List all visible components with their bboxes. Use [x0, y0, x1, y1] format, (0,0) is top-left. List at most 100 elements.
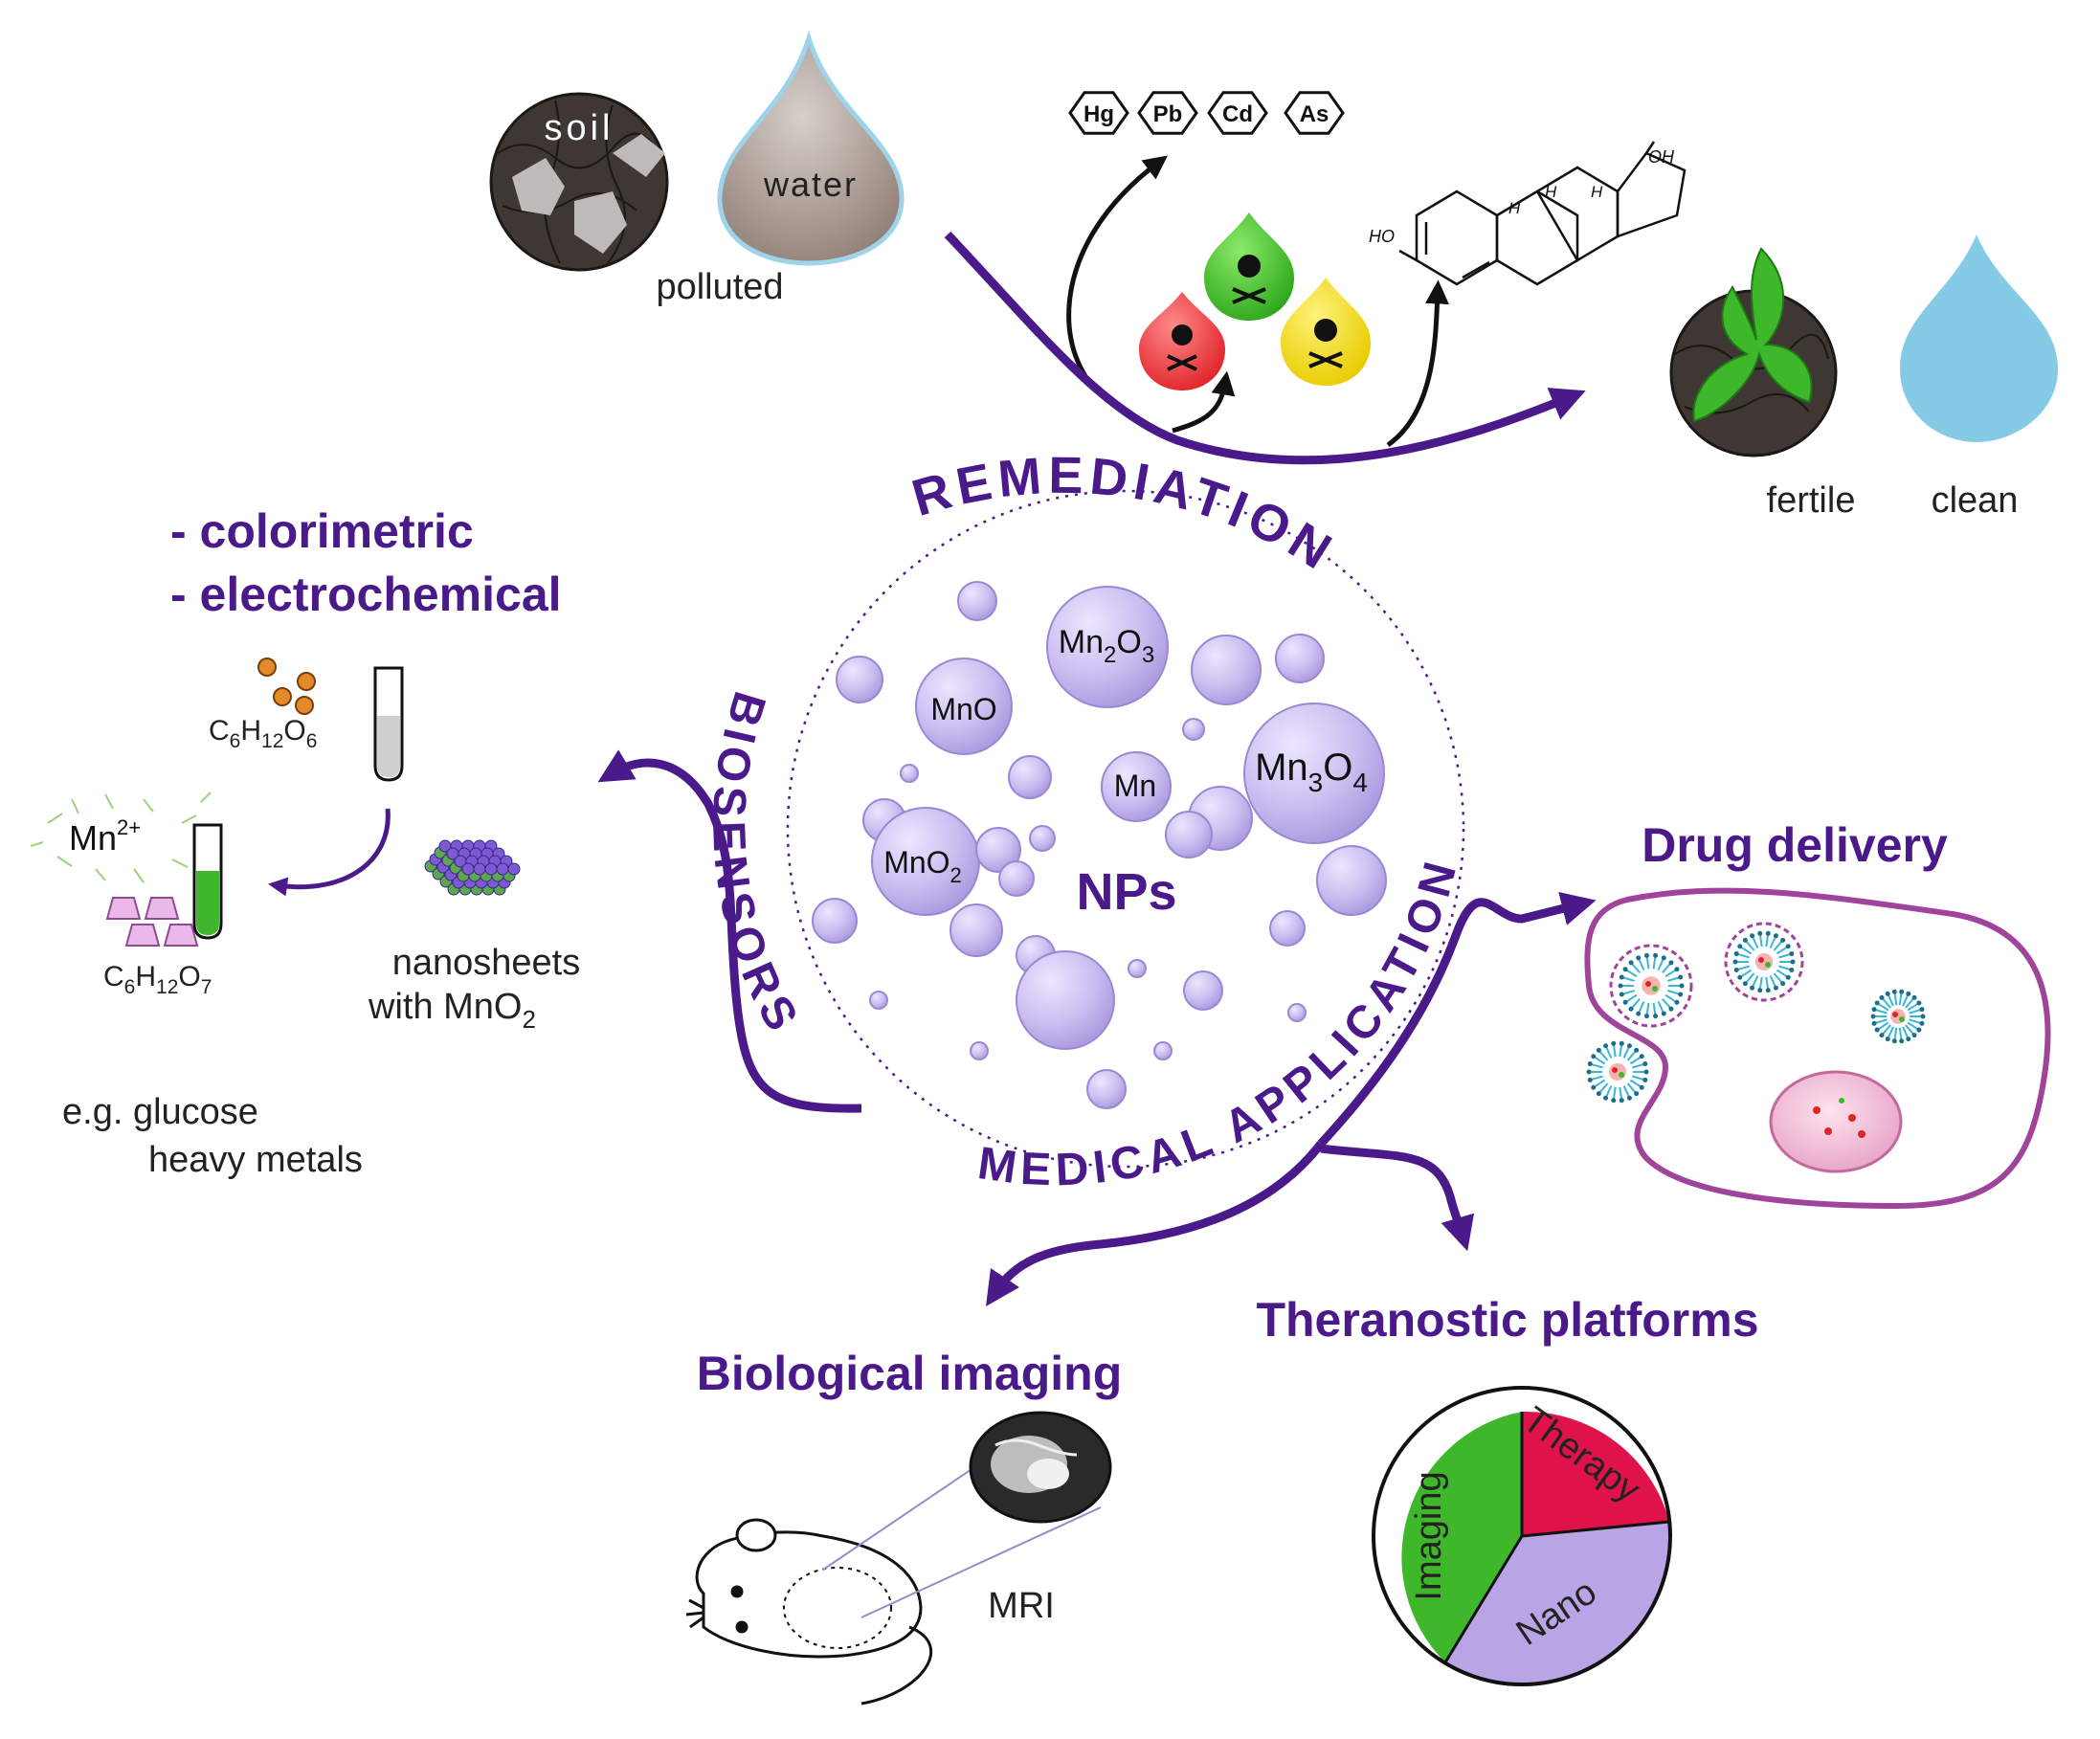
micelle-head [1780, 981, 1786, 987]
nanoparticle [957, 581, 997, 621]
metal-cd-label: Cd [1222, 101, 1253, 127]
micelle-head [1603, 1095, 1609, 1101]
nanoparticle [998, 860, 1035, 897]
cell-icon [1584, 887, 2051, 1210]
nanoparticle [970, 1041, 989, 1060]
nanosheets-label-line1: nanosheets [392, 943, 581, 983]
drug-core [1608, 1062, 1627, 1081]
drug-molecule [1619, 1072, 1624, 1078]
micelle-head [1653, 952, 1659, 958]
nanoparticle [1016, 950, 1115, 1050]
nanoparticle [1287, 1003, 1307, 1022]
polluted-soil-icon: soil [489, 92, 669, 272]
mno2-nanosheets-icon [424, 839, 521, 896]
micelle-head [1642, 1077, 1648, 1082]
nanoparticle [949, 903, 1003, 957]
micelle-head [1586, 1069, 1592, 1075]
drug-core [1642, 976, 1661, 995]
drug-molecule [1612, 1067, 1618, 1073]
toxic-drop-green-icon [1204, 212, 1294, 321]
nanoparticle [1128, 959, 1147, 978]
example-heavy-metals: heavy metals [148, 1140, 363, 1180]
micelle-head [1636, 1011, 1642, 1016]
nps-label: NPs [1076, 863, 1176, 921]
mri-label: MRI [988, 1586, 1055, 1626]
micelle-head [1678, 992, 1684, 997]
glucose-formula: C6H12O6 [209, 715, 317, 752]
micelle-head [1619, 1098, 1624, 1104]
test-tube-empty-icon [373, 666, 404, 782]
medical-section: Drug delivery Theranostic platforms Imag… [685, 818, 2051, 1706]
micelle-head [1919, 1020, 1925, 1026]
nanosheet-atom [484, 862, 498, 876]
micelle-head [1661, 955, 1666, 961]
micelle-head [1891, 1038, 1897, 1044]
nanosheet-atom [507, 862, 521, 876]
micelle-head [1733, 951, 1739, 957]
micelle-head [1871, 1020, 1877, 1026]
micelle-head [1603, 1043, 1609, 1049]
micelle-head [1920, 1014, 1926, 1019]
fertile-label: fertile [1767, 480, 1856, 521]
nanoparticle [812, 898, 858, 944]
clean-label: clean [1932, 480, 2019, 521]
micelle-head [1639, 1054, 1644, 1059]
nanoparticle [1165, 811, 1213, 858]
medical-flow-arrow-theranostic [1320, 1144, 1475, 1252]
biosensors-section: - colorimetric - electrochemical C6H12O6… [30, 504, 862, 1180]
hexagon-cd [1207, 91, 1268, 135]
glucose-molecules-icon [257, 658, 316, 715]
gluconic-formula: C6H12O7 [103, 961, 212, 998]
micelle-head [1643, 952, 1649, 958]
polluted-water-drop-icon: water [717, 30, 905, 266]
micelle-head [1639, 1084, 1644, 1090]
micelle-head [1619, 992, 1624, 997]
oxide-mno: MnO [930, 692, 996, 726]
nanosheet-atom [496, 862, 509, 876]
ho-label: HO [1369, 227, 1395, 246]
hexagon-hg [1068, 91, 1129, 135]
micelle-head [1757, 988, 1763, 993]
theranostic-pie-icon [1372, 1386, 1672, 1686]
micelle-head [1785, 974, 1791, 980]
micelle-head [1618, 983, 1623, 989]
mn-ion-label: Mn2+ [69, 815, 141, 858]
mri-scan-icon [822, 1411, 1112, 1618]
micelle-head [1780, 937, 1786, 943]
micelle-head [1879, 994, 1885, 1000]
micelle-head [1636, 955, 1642, 961]
micelle-head [1619, 974, 1624, 980]
micelle-head [1668, 960, 1674, 966]
oxide-mn2o3: Mn2O3 [1059, 624, 1154, 668]
micelle-head [1628, 1006, 1634, 1012]
nanoparticle [1008, 755, 1052, 799]
micelle-head [1765, 988, 1771, 993]
medical-flow-arrow-imaging [986, 1141, 1325, 1306]
medical-flow-arrow-drug [1317, 891, 1597, 1148]
micelle-head [1619, 1040, 1624, 1046]
nanoparticle [1153, 1041, 1173, 1060]
estradiol-molecule-icon [1398, 141, 1687, 286]
toxic-drop-yellow-icon [1281, 278, 1371, 386]
mouse-icon [685, 1518, 932, 1706]
np-cluster: Mn2O3 MnO Mn Mn3O4 MnO2 NPs REMEDIATION … [703, 447, 1465, 1195]
micelle-head [1679, 983, 1685, 989]
arc-biosensors-label: BIOSENSORS [703, 686, 810, 1044]
clean-water-drop-icon [1900, 234, 2058, 442]
micelle-head [1733, 967, 1739, 972]
biosensors-flow-arrow [597, 749, 862, 1113]
h-label-2: H [1545, 183, 1557, 201]
micelle-head [1916, 1000, 1922, 1006]
nanoparticle [836, 656, 883, 703]
nanoparticle [1269, 910, 1306, 947]
drug-molecule [1645, 981, 1651, 987]
micelle-head [1916, 1027, 1922, 1033]
soil-label: soil [544, 108, 614, 148]
gluconic-acid-molecules-icon [105, 897, 199, 947]
pie-imaging-label: Imaging [1409, 1471, 1449, 1600]
np-boundary [786, 489, 1465, 1169]
nanoparticle [1183, 970, 1223, 1011]
micelle-head [1773, 933, 1778, 939]
micelle-head [1634, 1047, 1640, 1053]
micelle-head [1891, 989, 1897, 994]
